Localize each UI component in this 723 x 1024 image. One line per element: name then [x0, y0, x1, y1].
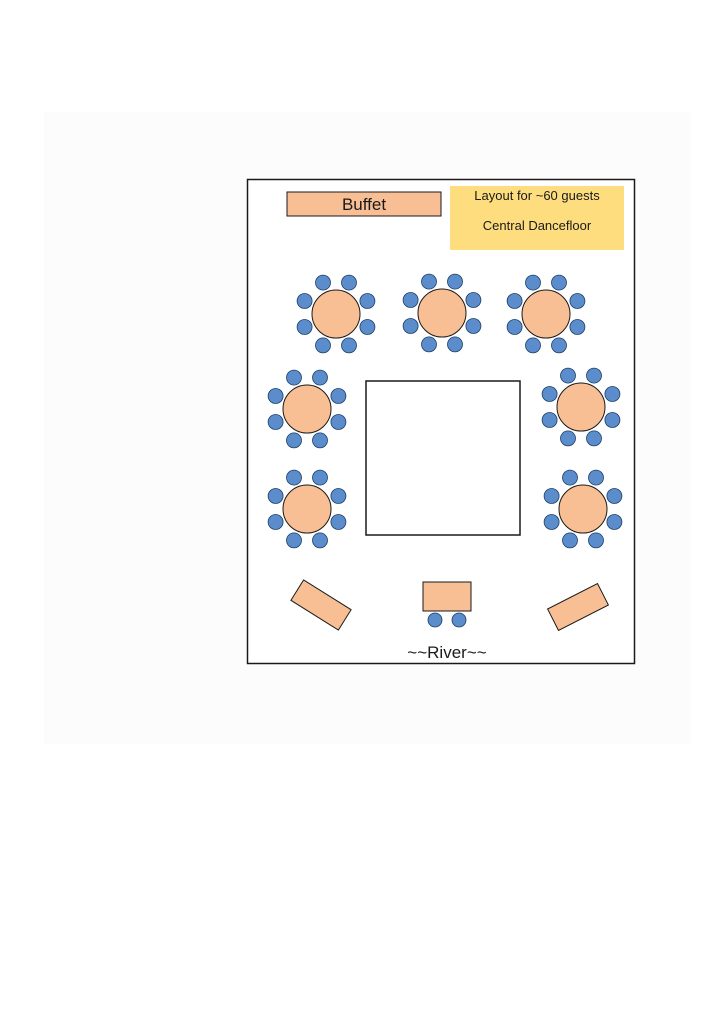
- chair: [588, 532, 604, 549]
- chair: [560, 367, 576, 384]
- chair: [267, 514, 284, 530]
- chair: [402, 318, 419, 334]
- chair: [330, 388, 347, 404]
- chair: [330, 514, 347, 530]
- table-top: [282, 484, 332, 534]
- table-top: [311, 289, 361, 339]
- table-top: [417, 288, 467, 338]
- chair: [330, 414, 347, 430]
- chair: [427, 612, 443, 628]
- chair: [341, 274, 357, 291]
- round-table-3: [506, 274, 586, 354]
- round-table-1: [296, 274, 376, 354]
- chair: [506, 293, 523, 309]
- chair: [525, 274, 541, 291]
- round-table-2: [402, 273, 482, 353]
- chair: [543, 488, 560, 504]
- chair: [267, 414, 284, 430]
- chair: [604, 412, 621, 428]
- chair: [402, 292, 419, 308]
- chair: [569, 319, 586, 335]
- round-table-7: [543, 469, 623, 549]
- river-label: ~~River~~: [407, 643, 486, 662]
- chair: [286, 432, 302, 449]
- round-table-4: [267, 369, 347, 449]
- chair: [286, 532, 302, 549]
- chair: [465, 318, 482, 334]
- table-top: [556, 382, 606, 432]
- table-top: [558, 484, 608, 534]
- chair: [541, 386, 558, 402]
- round-tables: [267, 273, 623, 549]
- chair: [312, 432, 328, 449]
- info-guest-count: Layout for ~60 guests: [474, 188, 600, 203]
- chair: [451, 612, 467, 628]
- chair: [341, 337, 357, 354]
- chair: [421, 273, 437, 290]
- rect-table-right: [546, 582, 610, 632]
- chair: [606, 488, 623, 504]
- rect-table-left: [290, 579, 352, 631]
- round-table-6: [267, 469, 347, 549]
- chair: [315, 274, 331, 291]
- table-top: [282, 384, 332, 434]
- chair: [465, 292, 482, 308]
- info-dancefloor: Central Dancefloor: [483, 218, 592, 233]
- chair: [586, 430, 602, 447]
- chair: [541, 412, 558, 428]
- dancefloor: [365, 380, 521, 536]
- chair: [330, 488, 347, 504]
- buffet-label: Buffet: [342, 195, 386, 214]
- chair: [286, 469, 302, 486]
- chair: [359, 293, 376, 309]
- chair: [267, 488, 284, 504]
- chair: [267, 388, 284, 404]
- round-table-5: [541, 367, 621, 447]
- chair: [312, 469, 328, 486]
- info-box: Layout for ~60 guests Central Dancefloor: [450, 186, 624, 250]
- chair: [588, 469, 604, 486]
- chair: [447, 273, 463, 290]
- table-top: [521, 289, 571, 339]
- chair: [543, 514, 560, 530]
- chair: [569, 293, 586, 309]
- chair: [551, 274, 567, 291]
- chair: [562, 532, 578, 549]
- chair: [312, 532, 328, 549]
- chair: [606, 514, 623, 530]
- chair: [586, 367, 602, 384]
- chair: [604, 386, 621, 402]
- chair: [447, 336, 463, 353]
- rect-table-center: [422, 581, 472, 628]
- chair: [525, 337, 541, 354]
- chair: [421, 336, 437, 353]
- chair: [296, 293, 313, 309]
- buffet-table: Buffet: [286, 191, 442, 217]
- chair: [359, 319, 376, 335]
- chair: [506, 319, 523, 335]
- chair: [560, 430, 576, 447]
- chair: [315, 337, 331, 354]
- chair: [286, 369, 302, 386]
- chair: [296, 319, 313, 335]
- chair: [312, 369, 328, 386]
- chair: [551, 337, 567, 354]
- chair: [562, 469, 578, 486]
